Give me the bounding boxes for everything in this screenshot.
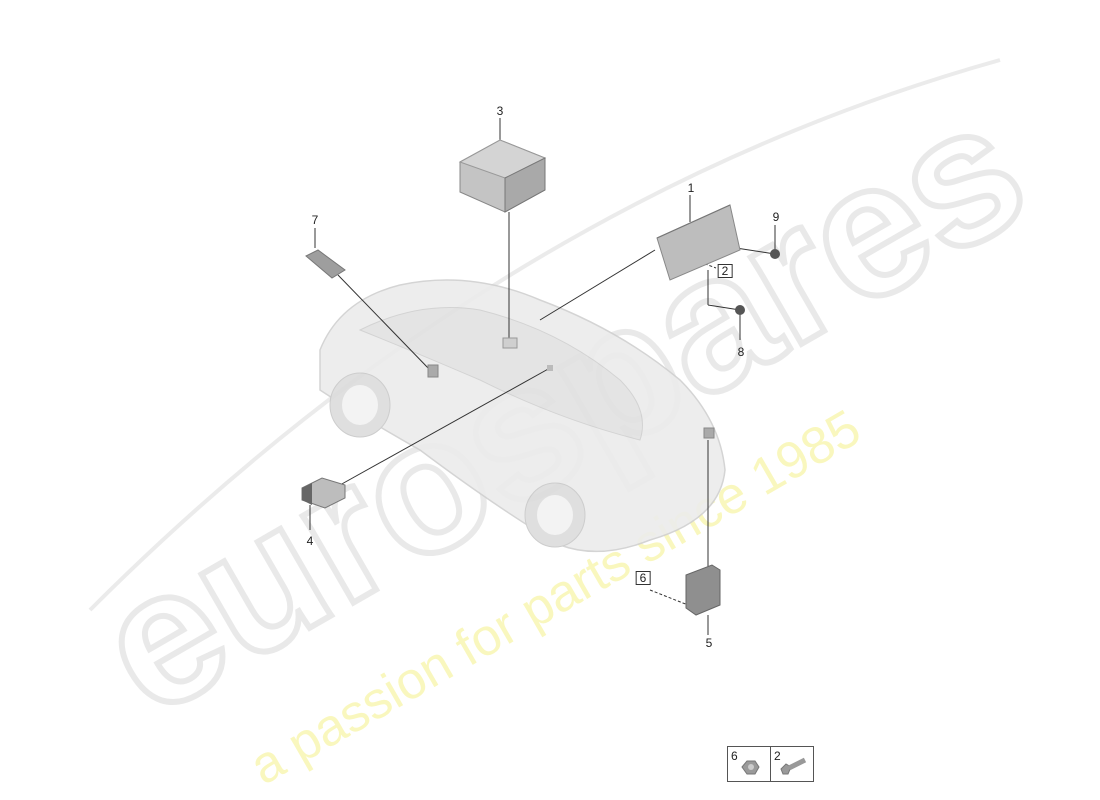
callout-5: 5 [705,636,713,650]
part-3-head-unit [458,139,547,213]
bolt-icon [780,757,807,775]
callout-7: 7 [311,213,319,227]
part-1-display [656,204,741,281]
hex-nut-icon [741,760,760,775]
part-7-module [305,249,346,279]
part-8-nut [735,305,745,315]
callout-2-boxed: 2 [717,264,733,278]
legend-label: 2 [774,749,781,763]
callout-4: 4 [306,534,314,548]
car-illustration [319,279,726,553]
part-3-location [502,337,518,349]
part-7-location [427,364,439,378]
part-9-nut [770,249,780,259]
part-5-control-unit [685,564,721,616]
hardware-legend: 6 2 [727,746,814,782]
callout-6-boxed: 6 [635,571,651,585]
callout-8: 8 [737,345,745,359]
callout-1: 1 [687,181,695,195]
legend-item-bolt: 2 [771,747,813,781]
legend-label: 6 [731,749,738,763]
callout-3: 3 [496,104,504,118]
part-4-location [547,365,553,371]
callout-9: 9 [772,210,780,224]
part-4-module [301,477,346,509]
part-5-location [703,427,715,439]
legend-item-nut: 6 [728,747,771,781]
